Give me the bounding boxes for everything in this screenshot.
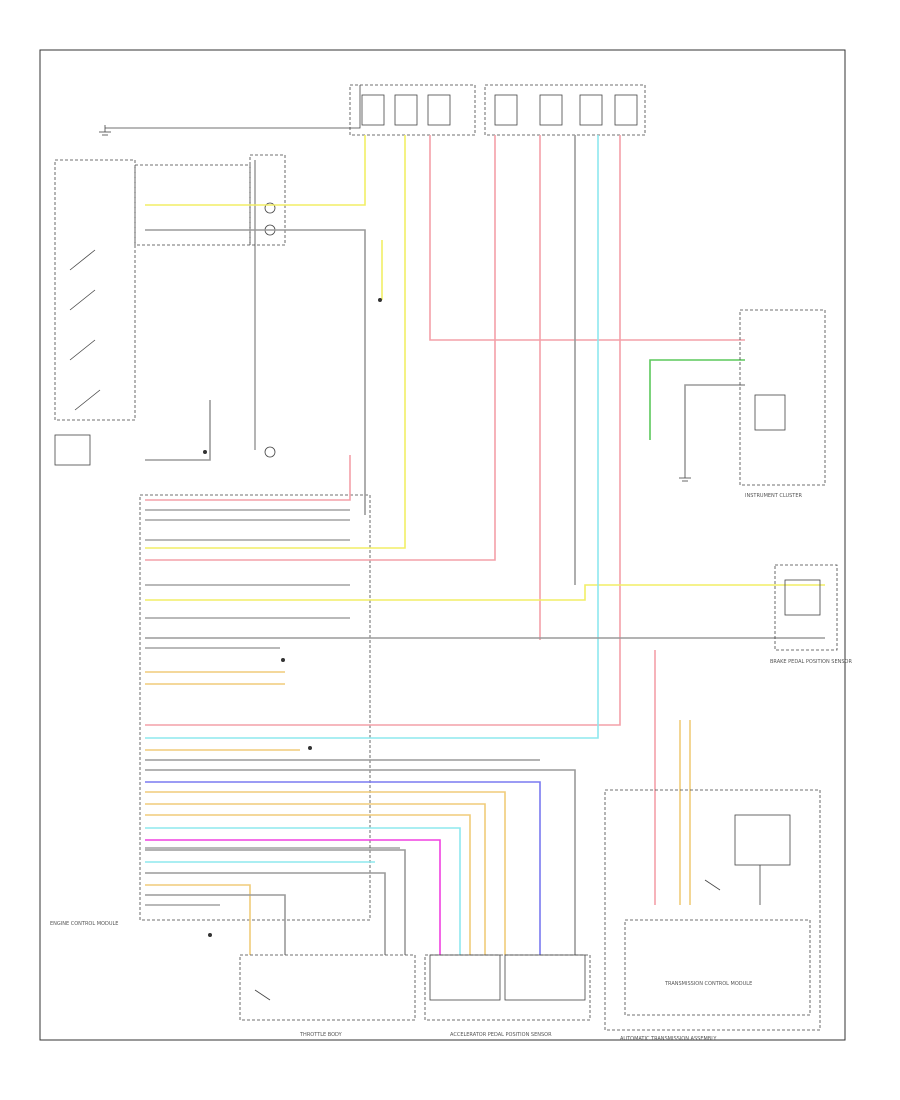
yellow-wires (145, 135, 825, 601)
fuse-block-right (484, 84, 646, 136)
ecm-pin-rows (145, 509, 400, 906)
small-sensor-box (54, 434, 91, 466)
brake-pedal-position-sensor-label: BRAKE PEDAL POSITION SENSOR (770, 659, 852, 665)
ecm-region (139, 494, 371, 921)
ground-icon (99, 125, 111, 136)
accelerator-pedal-position-sensor (424, 954, 591, 1021)
green-wire (649, 359, 745, 440)
automatic-transmission-assembly-label: AUTOMATIC TRANSMISSION ASSEMBLY (620, 1036, 717, 1042)
orange-wires (145, 671, 691, 955)
instrument-cluster (739, 309, 826, 486)
splice-dots (203, 298, 382, 937)
throttle-body (239, 954, 416, 1021)
instrument-cluster-label: INSTRUMENT CLUSTER (745, 493, 803, 499)
gray-wires (145, 135, 825, 955)
transmission-control-module-label: TRANSMISSION CONTROL MODULE (664, 981, 752, 987)
engine-control-module-label: ENGINE CONTROL MODULE (50, 921, 118, 927)
ground-icon (679, 470, 691, 482)
accelerator-pedal-position-sensor-label: ACCELERATOR PEDAL POSITION SENSOR (450, 1032, 552, 1038)
blue-wire (145, 781, 541, 955)
throttle-body-label: THROTTLE BODY (299, 1032, 343, 1038)
magenta-wire (145, 839, 441, 955)
brake-pedal-position-sensor (774, 564, 838, 651)
automatic-transmission-assembly (604, 789, 821, 1031)
diagram-frame (39, 49, 846, 1041)
cyan-wires (145, 135, 599, 955)
red-wires (145, 135, 745, 905)
fuse-block-left (349, 84, 476, 136)
left-switch-module (54, 159, 136, 421)
